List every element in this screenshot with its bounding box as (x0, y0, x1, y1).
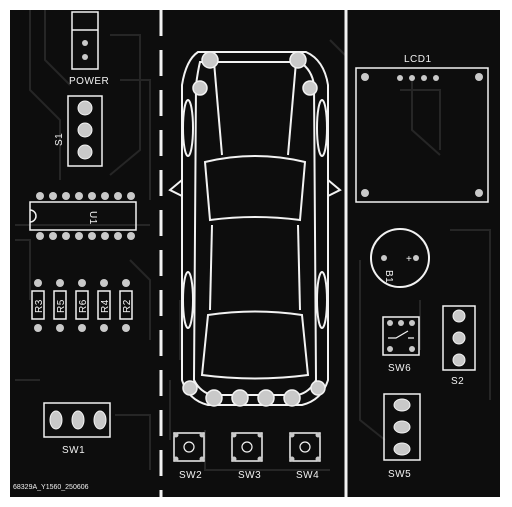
sw3-button (231, 432, 263, 462)
sw4-label: SW4 (296, 470, 319, 481)
s2-label: S2 (451, 376, 464, 387)
lcd1-label: LCD1 (404, 54, 432, 65)
lcd1-holes (361, 73, 483, 197)
s1-label: S1 (54, 133, 65, 146)
power-pad (82, 54, 88, 60)
sw6-outline (382, 316, 420, 356)
u1-label: U1 (87, 211, 98, 225)
led-pad (310, 380, 326, 396)
sw1-pads (49, 410, 107, 430)
s2-outline (442, 305, 476, 371)
u1-pins-top (36, 192, 135, 200)
s1-pad (77, 100, 93, 116)
lcd1-outline (355, 67, 489, 203)
r3-label: R3 (34, 299, 45, 313)
led-pad (257, 389, 275, 407)
resistor-r5: R5 (53, 279, 67, 332)
sw6-label: SW6 (388, 363, 411, 374)
resistor-r6: R6 (75, 279, 89, 332)
u1-outline (29, 201, 137, 231)
sw4-button (289, 432, 321, 462)
u1-notch (29, 209, 37, 223)
s1-pad (77, 144, 93, 160)
u1-pins-bottom (36, 232, 135, 240)
s1-outline (67, 95, 103, 167)
r4-label: R4 (100, 299, 111, 313)
board-code-label: 68329A_Y1560_250606 (13, 484, 89, 491)
resistor-r3: R3 (31, 279, 45, 332)
power-pad (82, 40, 88, 46)
lcd1-pins (397, 75, 439, 81)
sw5-label: SW5 (388, 469, 411, 480)
b1-outline (370, 228, 430, 288)
led-pad (201, 51, 219, 69)
switch-symbol-icon (388, 330, 414, 339)
b1-pad (381, 255, 387, 261)
r6-label: R6 (78, 299, 89, 313)
s2-pads (452, 309, 466, 367)
resistor-r4: R4 (97, 279, 111, 332)
r2-label: R2 (122, 299, 133, 313)
sw2-button (173, 432, 205, 462)
s1-pad (77, 122, 93, 138)
sw5-pads (393, 398, 411, 456)
led-pad (231, 389, 249, 407)
r5-label: R5 (56, 299, 67, 313)
sw3-label: SW3 (238, 470, 261, 481)
power-label: POWER (69, 76, 109, 87)
copper-traces (15, 10, 491, 471)
power-jumper-outline (71, 11, 99, 70)
pcb-substrate (10, 10, 500, 497)
sw1-outline (43, 402, 111, 438)
led-pad (192, 80, 208, 96)
led-pad (205, 389, 223, 407)
sw5-outline (383, 393, 421, 461)
sw1-label: SW1 (62, 445, 85, 456)
led-pad (289, 51, 307, 69)
sw2-label: SW2 (179, 470, 202, 481)
car-leds (182, 51, 326, 407)
led-pad (182, 380, 198, 396)
led-pad (302, 80, 318, 96)
b1-pad (413, 255, 419, 261)
resistor-r2: R2 (119, 279, 133, 332)
b1-label: B1 (383, 270, 394, 283)
led-pad (283, 389, 301, 407)
b1-plus-label: + (406, 254, 412, 265)
sw6-pads (387, 320, 415, 352)
